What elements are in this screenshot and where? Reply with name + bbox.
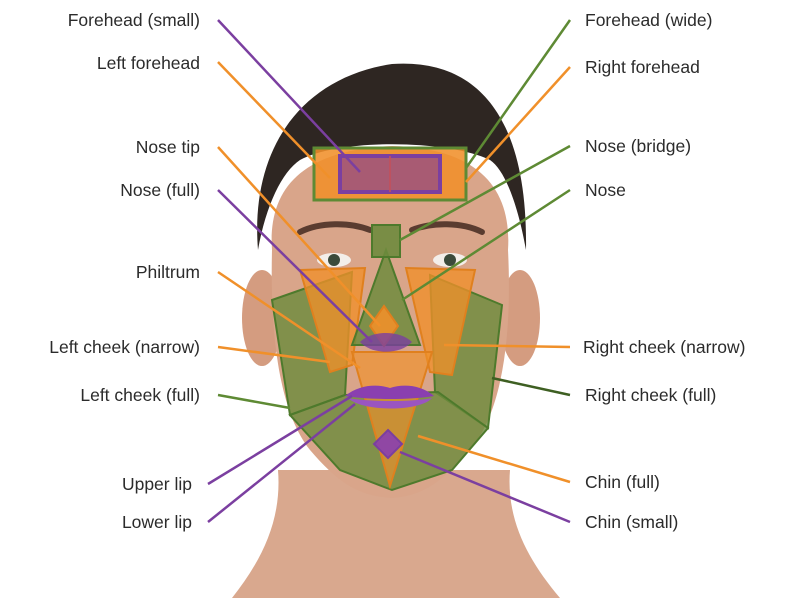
label-philtrum: Philtrum [136, 262, 200, 282]
labels-right: Forehead (wide) Right forehead Nose (bri… [583, 10, 745, 532]
labels-left: Forehead (small) Left forehead Nose tip … [49, 10, 200, 532]
right-iris [444, 254, 456, 266]
label-nose-full: Nose (full) [120, 180, 200, 200]
leader-right-cheek-full [492, 378, 570, 395]
label-nose: Nose [585, 180, 626, 200]
label-nose-bridge: Nose (bridge) [585, 136, 691, 156]
left-iris [328, 254, 340, 266]
label-left-cheek-full: Left cheek (full) [80, 385, 200, 405]
label-right-forehead: Right forehead [585, 57, 700, 77]
label-right-cheek-full: Right cheek (full) [585, 385, 716, 405]
label-nose-tip: Nose tip [136, 137, 200, 157]
label-upper-lip: Upper lip [122, 474, 192, 494]
leader-left-cheek-full [218, 395, 290, 408]
label-lower-lip: Lower lip [122, 512, 192, 532]
label-chin-small: Chin (small) [585, 512, 678, 532]
label-left-forehead: Left forehead [97, 53, 200, 73]
label-left-cheek-narrow: Left cheek (narrow) [49, 337, 200, 357]
nose-bridge-region [372, 225, 400, 257]
label-forehead-small: Forehead (small) [68, 10, 200, 30]
label-forehead-wide: Forehead (wide) [585, 10, 712, 30]
label-chin-full: Chin (full) [585, 472, 660, 492]
label-right-cheek-narrow: Right cheek (narrow) [583, 337, 745, 357]
